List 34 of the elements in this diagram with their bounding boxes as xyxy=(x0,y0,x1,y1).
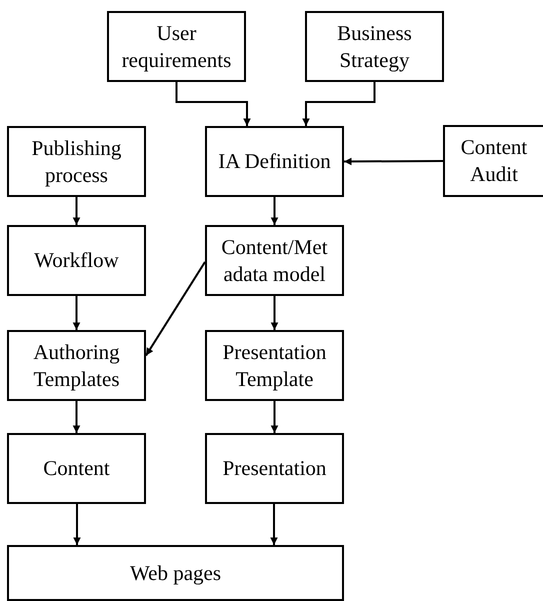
arrow xyxy=(72,504,80,548)
box-label: Web pages xyxy=(130,560,222,586)
box-label: User requirements xyxy=(120,20,232,74)
process-box xyxy=(7,545,344,601)
process-box xyxy=(7,225,146,296)
box-label: Authoring Templates xyxy=(32,338,121,392)
arrow xyxy=(176,82,250,128)
arrow xyxy=(269,504,276,548)
box-label: Content/Met adata model xyxy=(220,234,329,288)
box-label: Presentation xyxy=(222,455,326,482)
box-label: Content Audit xyxy=(460,134,528,188)
arrow xyxy=(301,82,376,128)
arrow xyxy=(72,197,79,228)
arrow xyxy=(270,197,277,228)
process-box xyxy=(443,125,543,197)
box-label: Content xyxy=(43,455,110,482)
box-label: Publishing process xyxy=(30,134,122,188)
process-box xyxy=(7,433,146,504)
arrow xyxy=(270,296,277,332)
process-box xyxy=(205,330,344,401)
process-box xyxy=(205,225,344,296)
arrow xyxy=(72,296,79,332)
process-box xyxy=(107,11,246,82)
process-box xyxy=(305,11,444,82)
process-box xyxy=(205,433,344,504)
box-label: Business Strategy xyxy=(336,20,413,74)
arrow xyxy=(270,401,277,436)
process-box xyxy=(7,330,146,401)
process-box xyxy=(7,126,146,197)
arrow xyxy=(72,401,79,436)
box-label: Workflow xyxy=(34,247,119,274)
process-box xyxy=(205,126,344,197)
box-label: Presentation Template xyxy=(222,338,328,392)
box-label: IA Definition xyxy=(218,148,331,175)
